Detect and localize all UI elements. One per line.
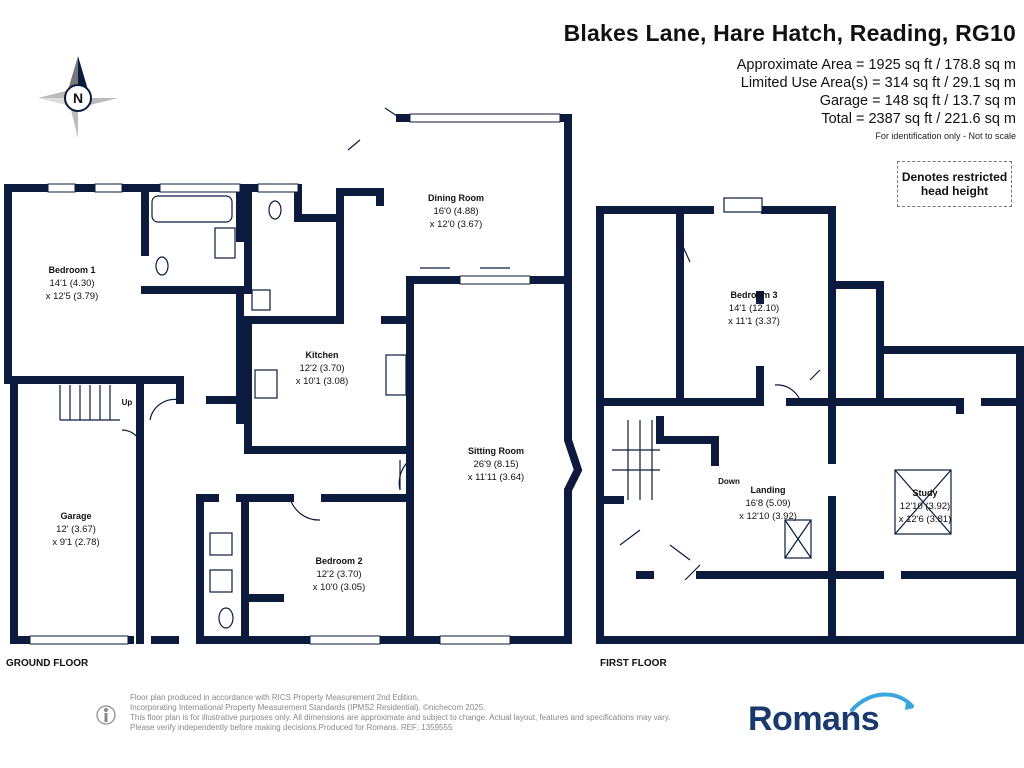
disclaimer-line: This floor plan is for illustrative purp… — [130, 713, 671, 722]
room-dim-1-sitting: 26'9 (8.15) — [473, 459, 518, 470]
compass: N — [38, 56, 118, 138]
first-floor-fixtures — [612, 197, 952, 581]
disclaimer-line: Please verify independently before makin… — [130, 723, 453, 732]
room-dim-2-study: x 12'6 (3.81) — [899, 514, 952, 525]
room-dim-1-landing: 16'8 (5.09) — [745, 498, 790, 509]
room-dim-2-bedroom-3: x 11'1 (3.37) — [728, 316, 780, 327]
room-name-bedroom-2: Bedroom 2 — [315, 556, 362, 566]
compass-label: N — [73, 90, 83, 106]
restricted-height-legend: Denotes restricted head height — [897, 161, 1012, 207]
page-title: Blakes Lane, Hare Hatch, Reading, RG10 — [563, 20, 1016, 46]
room-name-dining: Dining Room — [428, 193, 484, 203]
room-dim-1-bedroom-3: 14'1 (12.10) — [729, 303, 779, 314]
room-name-garage: Garage — [60, 511, 91, 521]
room-dim-2-bedroom-2: x 10'0 (3.05) — [313, 582, 366, 593]
person-info-icon — [96, 705, 116, 725]
room-labels: Bedroom 1 14'1 (4.30) x 12'5 (3.79) Dini… — [46, 193, 952, 593]
brand-swoosh-icon — [850, 692, 914, 712]
room-dim-1-kitchen: 12'2 (3.70) — [299, 363, 344, 374]
identification-note: For identification only - Not to scale — [875, 131, 1016, 141]
disclaimer-line: Floor plan produced in accordance with R… — [130, 693, 420, 702]
area-line-limited-use: Limited Use Area(s) = 314 sq ft / 29.1 s… — [740, 75, 1016, 91]
area-line-total: Total = 2387 sq ft / 221.6 sq m — [821, 111, 1016, 127]
room-dim-2-bedroom-1: x 12'5 (3.79) — [46, 291, 99, 302]
room-name-study: Study — [912, 488, 937, 498]
ground-floor-label: GROUND FLOOR — [6, 658, 89, 669]
first-floor-label: FIRST FLOOR — [600, 658, 667, 669]
room-name-sitting: Sitting Room — [468, 446, 524, 456]
room-name-kitchen: Kitchen — [305, 350, 338, 360]
disclaimer-line: Incorporating International Property Mea… — [130, 703, 486, 712]
ground-floor-fixtures — [59, 107, 510, 629]
room-name-bedroom-1: Bedroom 1 — [48, 265, 95, 275]
area-line-garage: Garage = 148 sq ft / 13.7 sq m — [819, 93, 1016, 109]
room-dim-1-dining: 16'0 (4.88) — [433, 206, 478, 217]
room-dim-2-garage: x 9'1 (2.78) — [52, 537, 99, 548]
room-dim-2-kitchen: x 10'1 (3.08) — [296, 376, 349, 387]
room-dim-2-dining: x 12'0 (3.67) — [430, 219, 483, 230]
room-dim-1-bedroom-1: 14'1 (4.30) — [49, 278, 94, 289]
brand-logo: Romans — [748, 700, 880, 738]
ground-floor-walls — [4, 114, 583, 644]
room-dim-1-study: 12'10 (3.92) — [900, 501, 950, 512]
room-name-bedroom-3: Bedroom 3 — [730, 290, 777, 300]
ground-floor-windows — [29, 113, 561, 645]
room-dim-2-sitting: x 11'11 (3.64) — [468, 472, 524, 483]
room-name-landing: Landing — [751, 485, 786, 495]
area-line-approximate: Approximate Area = 1925 sq ft / 178.8 sq… — [736, 57, 1016, 73]
stairs-down-label: Down — [718, 477, 740, 486]
disclaimer-text: Floor plan produced in accordance with R… — [130, 693, 750, 733]
stairs-up-label: Up — [122, 398, 133, 407]
room-dim-1-bedroom-2: 12'2 (3.70) — [316, 569, 361, 580]
room-dim-1-garage: 12' (3.67) — [56, 524, 96, 535]
room-dim-2-landing: x 12'10 (3.92) — [739, 511, 797, 522]
first-floor-walls — [596, 206, 1024, 644]
area-summary: Approximate Area = 1925 sq ft / 178.8 sq… — [737, 56, 1016, 128]
